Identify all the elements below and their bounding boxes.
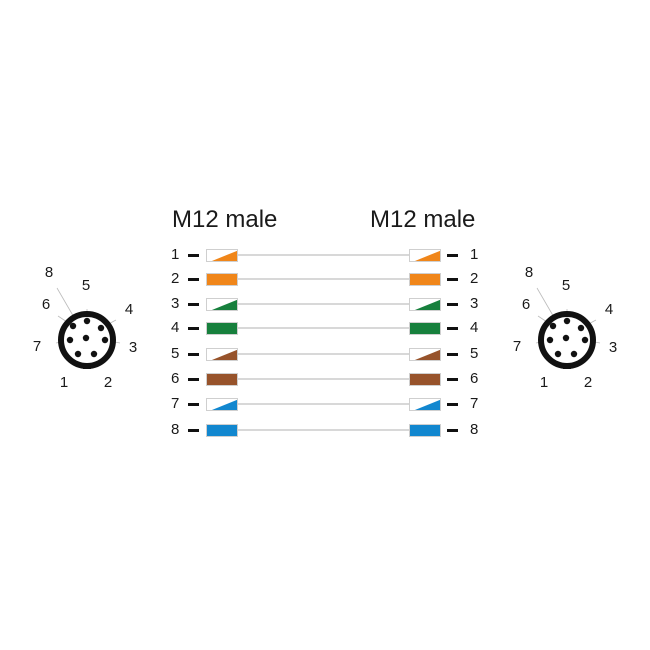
wire-line xyxy=(238,429,409,431)
right-pin-number: 7 xyxy=(470,395,479,412)
wire-line xyxy=(238,254,409,256)
svg-text:6: 6 xyxy=(522,296,530,313)
right-wire-swatch xyxy=(409,273,441,286)
right-wire-swatch xyxy=(409,249,441,262)
right-connector-title: M12 male xyxy=(370,206,476,233)
svg-text:3: 3 xyxy=(129,339,137,356)
right-pin-dash xyxy=(447,403,458,406)
svg-text:3: 3 xyxy=(609,339,617,356)
right-pin-dash xyxy=(447,429,458,432)
right-pin-dash xyxy=(447,278,458,281)
wire-row: 6 6 xyxy=(0,370,650,388)
wire-row: 1 1 xyxy=(0,246,650,264)
right-wire-swatch xyxy=(409,398,441,411)
svg-text:7: 7 xyxy=(513,338,521,355)
right-pin-number: 3 xyxy=(470,295,479,312)
wire-row: 7 7 xyxy=(0,395,650,413)
right-pin-dash xyxy=(447,303,458,306)
left-pin-number: 8 xyxy=(171,421,180,438)
wire-line xyxy=(238,278,409,280)
right-pin-number: 1 xyxy=(470,246,479,263)
right-pin-dash xyxy=(447,378,458,381)
right-pin-dash xyxy=(447,254,458,257)
svg-text:1: 1 xyxy=(60,374,68,391)
wire-line xyxy=(238,403,409,405)
wire-row: 8 8 xyxy=(0,421,650,439)
left-pin-dash xyxy=(188,378,199,381)
left-pin-dash xyxy=(188,278,199,281)
svg-text:8: 8 xyxy=(45,264,53,281)
right-pin-dash xyxy=(447,353,458,356)
left-pin-dash xyxy=(188,429,199,432)
right-connector-face-icon: 1 2 3 4 5 6 7 8 xyxy=(513,264,617,391)
left-wire-swatch xyxy=(206,249,238,262)
wire-line xyxy=(238,353,409,355)
left-wire-swatch xyxy=(206,424,238,437)
wire-row: 3 3 xyxy=(0,295,650,313)
left-pin-number: 7 xyxy=(171,395,180,412)
svg-text:5: 5 xyxy=(562,277,570,294)
wire-row: 2 2 xyxy=(0,270,650,288)
svg-text:1: 1 xyxy=(540,374,548,391)
left-wire-swatch xyxy=(206,322,238,335)
wire-line xyxy=(238,327,409,329)
right-wire-swatch xyxy=(409,322,441,335)
wire-line xyxy=(238,303,409,305)
right-wire-swatch xyxy=(409,348,441,361)
svg-text:5: 5 xyxy=(82,277,90,294)
left-pin-number: 5 xyxy=(171,345,180,362)
left-pin-dash xyxy=(188,303,199,306)
svg-text:8: 8 xyxy=(525,264,533,281)
right-pin-number: 6 xyxy=(470,370,479,387)
svg-text:2: 2 xyxy=(584,374,592,391)
svg-text:2: 2 xyxy=(104,374,112,391)
left-pin-number: 6 xyxy=(171,370,180,387)
left-pin-number: 1 xyxy=(171,246,180,263)
left-wire-swatch xyxy=(206,273,238,286)
right-wire-swatch xyxy=(409,424,441,437)
left-pin-number: 3 xyxy=(171,295,180,312)
wire-row: 4 4 xyxy=(0,319,650,337)
svg-text:4: 4 xyxy=(125,301,133,318)
left-wire-swatch xyxy=(206,348,238,361)
left-connector-face-icon: 1 2 3 4 5 6 7 8 xyxy=(33,264,137,391)
right-pin-dash xyxy=(447,327,458,330)
right-pin-number: 4 xyxy=(470,319,479,336)
wire-row: 5 5 xyxy=(0,345,650,363)
wire-line xyxy=(238,378,409,380)
left-connector-title: M12 male xyxy=(172,206,278,233)
right-pin-number: 2 xyxy=(470,270,479,287)
svg-text:4: 4 xyxy=(605,301,613,318)
svg-text:7: 7 xyxy=(33,338,41,355)
left-pin-dash xyxy=(188,403,199,406)
right-wire-swatch xyxy=(409,298,441,311)
left-pin-dash xyxy=(188,254,199,257)
svg-text:6: 6 xyxy=(42,296,50,313)
left-pin-number: 4 xyxy=(171,319,180,336)
left-wire-swatch xyxy=(206,373,238,386)
right-pin-number: 8 xyxy=(470,421,479,438)
right-wire-swatch xyxy=(409,373,441,386)
left-pin-dash xyxy=(188,327,199,330)
left-pin-number: 2 xyxy=(171,270,180,287)
left-wire-swatch xyxy=(206,398,238,411)
right-pin-number: 5 xyxy=(470,345,479,362)
left-wire-swatch xyxy=(206,298,238,311)
left-pin-dash xyxy=(188,353,199,356)
